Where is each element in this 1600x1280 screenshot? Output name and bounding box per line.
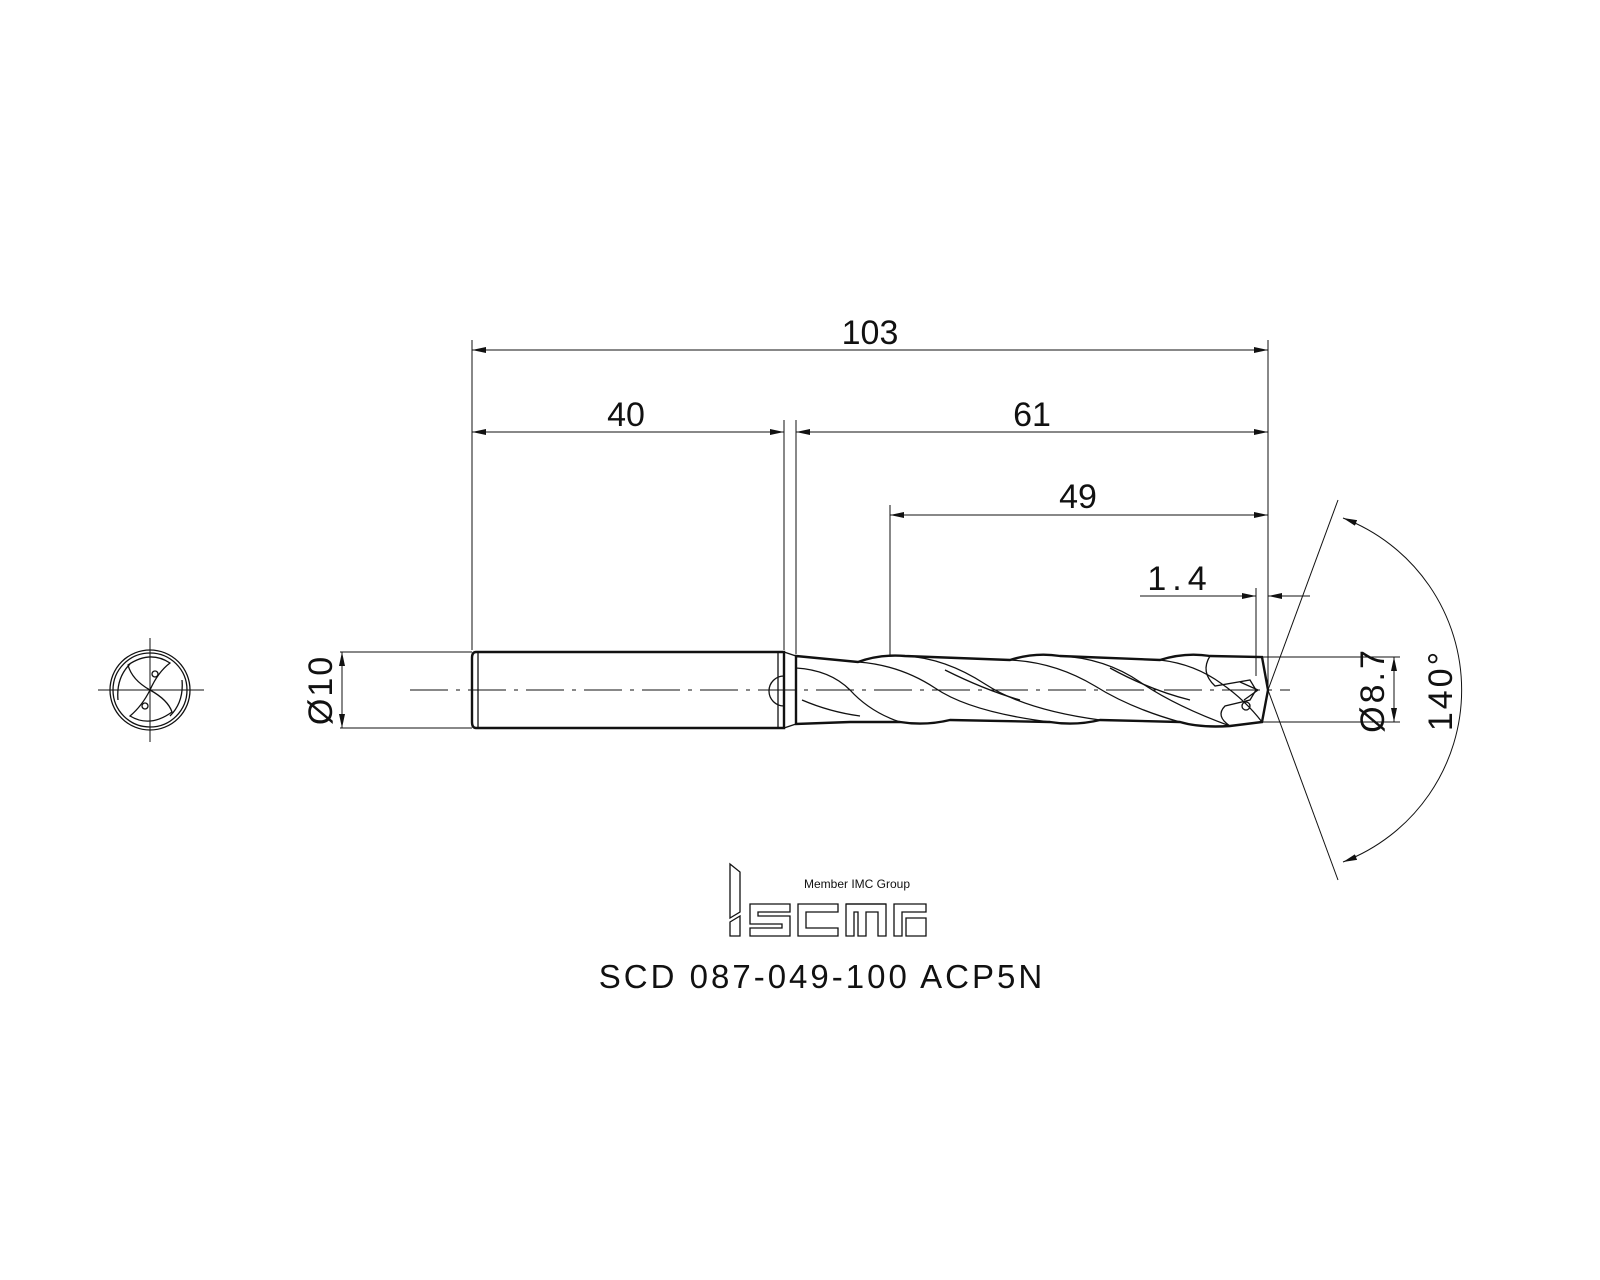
dim-shank-diameter: Ø10 xyxy=(302,655,340,725)
part-number: SCD 087-049-100 ACP5N xyxy=(599,958,1045,995)
dim-overall-length: 103 xyxy=(842,314,899,352)
logo-tagline: Member IMC Group xyxy=(804,877,910,891)
dim-drill-diameter: Ø8.7 xyxy=(1354,647,1392,733)
dim-flute-length: 49 xyxy=(1059,478,1097,516)
extension-lines xyxy=(340,340,1400,729)
fluted-body xyxy=(794,653,1270,728)
dim-point-angle: 140° xyxy=(1422,649,1460,731)
iscar-logo: Member IMC Group xyxy=(729,862,927,937)
dim-shank-length: 40 xyxy=(607,396,645,434)
end-view xyxy=(98,638,204,742)
dim-point-length: 1.4 xyxy=(1147,560,1212,598)
logo-wordmark xyxy=(729,862,927,937)
dim-body-length: 61 xyxy=(1013,396,1051,434)
dimension-lines xyxy=(339,347,1463,881)
shank xyxy=(470,650,797,730)
